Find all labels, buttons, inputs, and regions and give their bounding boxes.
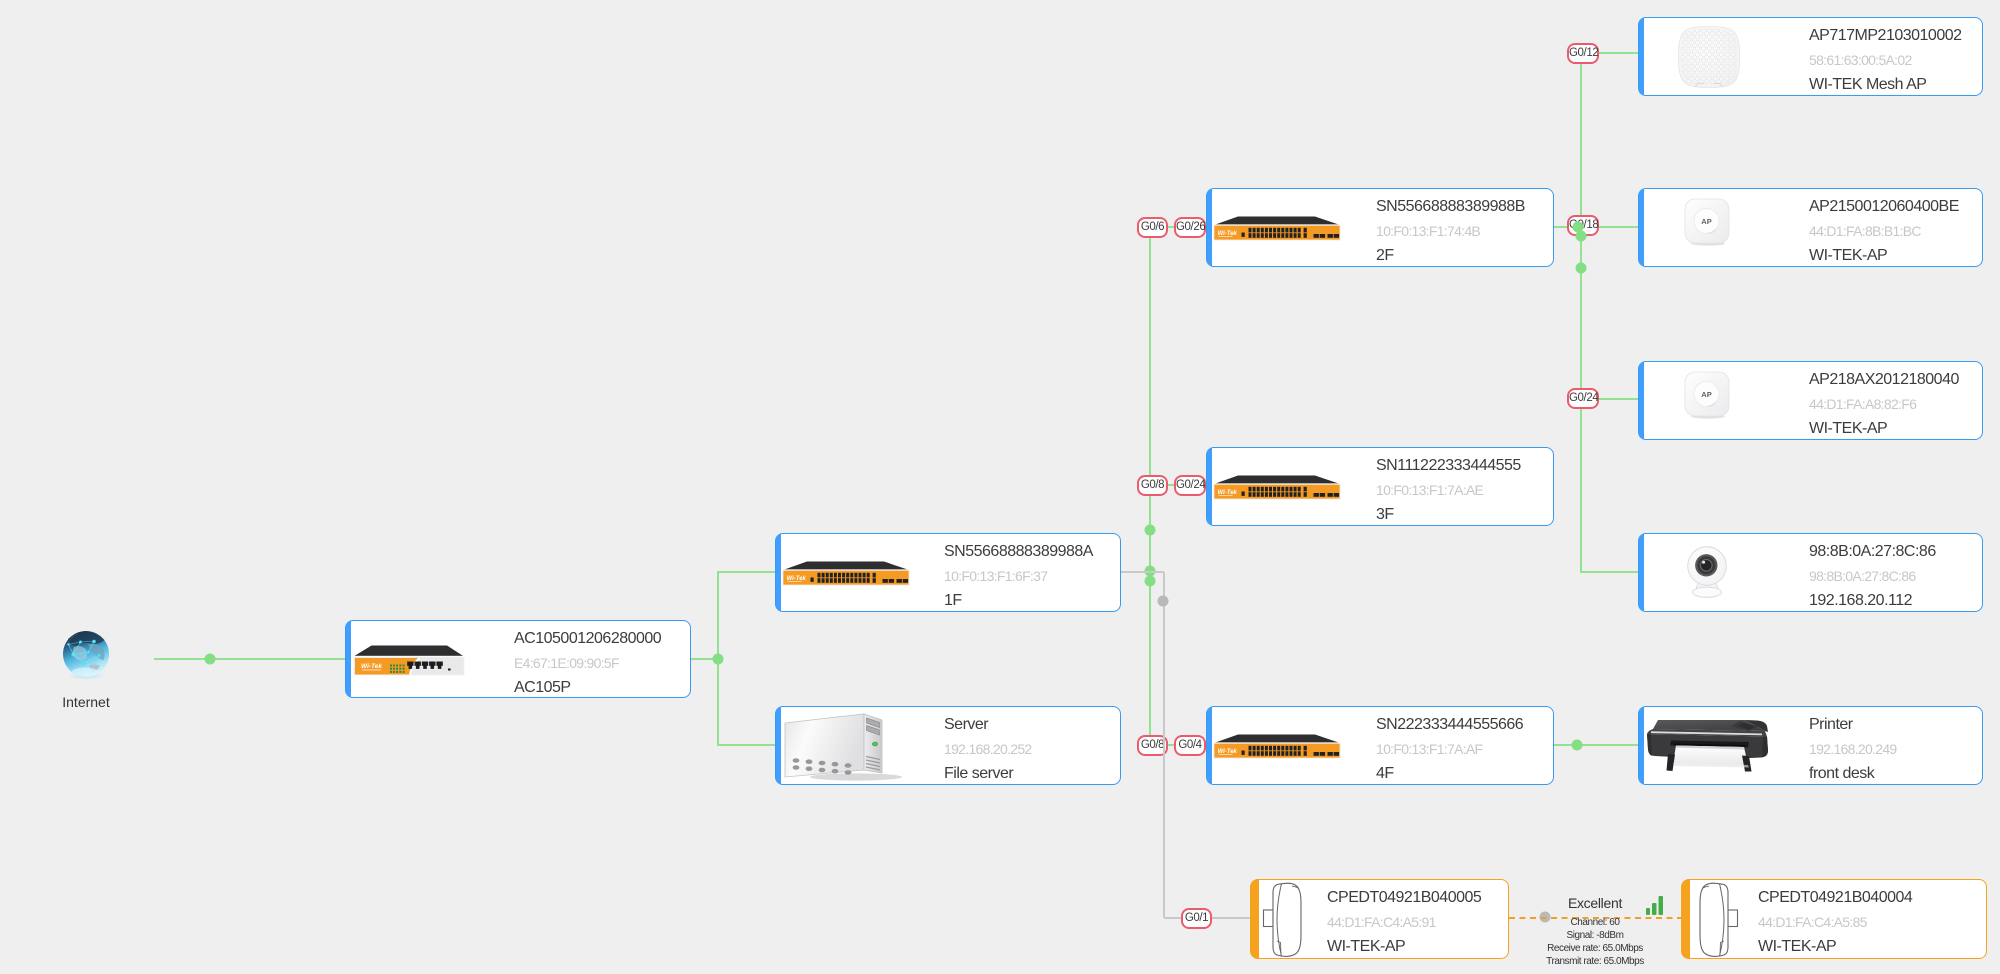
svg-text:Wi-Tek: Wi-Tek xyxy=(361,663,382,670)
